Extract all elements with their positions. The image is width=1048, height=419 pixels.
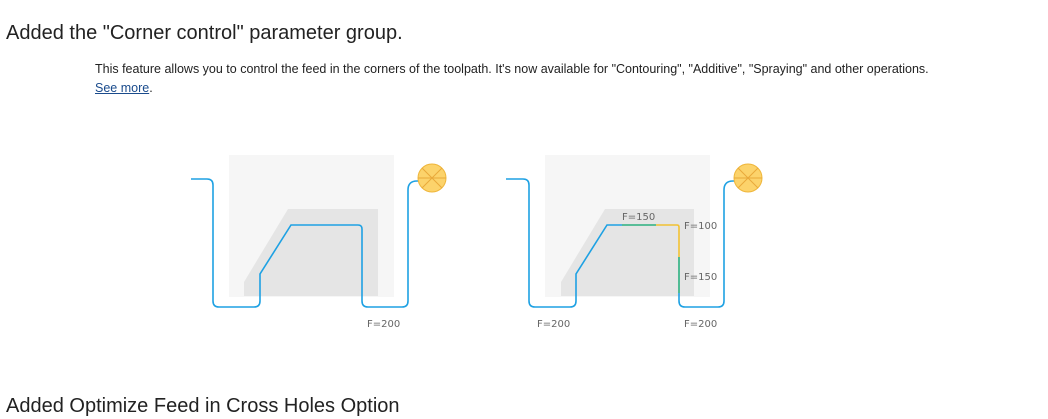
corner-control-illustration: F=200 F=150 F=100 F=150 F=200 F=200 [191, 155, 763, 330]
tool-icon [417, 163, 447, 193]
feed-label: F=200 [684, 319, 717, 330]
see-more-suffix: . [149, 81, 153, 95]
toolpath [506, 178, 622, 308]
section-description: This feature allows you to control the f… [95, 60, 929, 98]
description-text: This feature allows you to control the f… [95, 62, 929, 76]
part-shape [561, 209, 694, 296]
right-diagram: F=150 F=100 F=150 F=200 F=200 [506, 155, 763, 330]
feed-label: F=200 [537, 319, 570, 330]
toolpath [191, 178, 421, 308]
corner-segment [656, 224, 680, 257]
toolpath-exit [678, 180, 737, 308]
part-shape [244, 209, 378, 296]
feed-label: F=150 [622, 212, 655, 223]
left-diagram: F=200 [191, 155, 447, 330]
tool-icon [733, 163, 763, 193]
see-more-line: See more. [95, 79, 929, 98]
feed-label: F=150 [684, 272, 717, 283]
section-heading: Added the "Corner control" parameter gro… [6, 22, 403, 44]
feed-label: F=100 [684, 221, 717, 232]
see-more-link[interactable]: See more [95, 81, 150, 95]
feed-label: F=200 [367, 319, 400, 330]
next-section-heading: Added Optimize Feed in Cross Holes Optio… [6, 395, 400, 417]
